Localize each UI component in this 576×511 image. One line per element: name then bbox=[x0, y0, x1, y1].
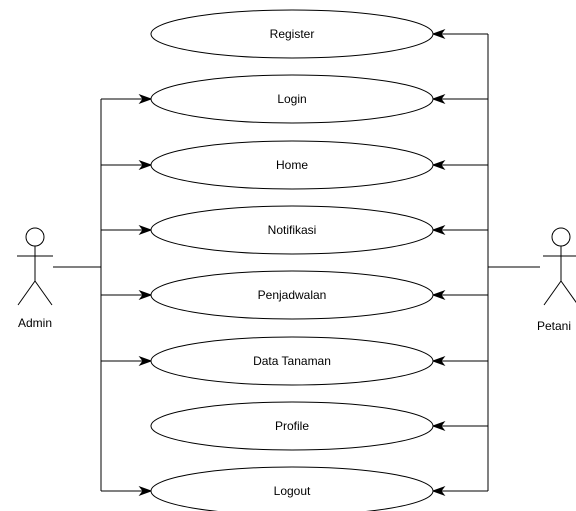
use-case-label: Profile bbox=[275, 419, 309, 433]
use-cases: RegisterLoginHomeNotifikasiPenjadwalanDa… bbox=[150, 9, 434, 511]
admin-arrowhead bbox=[138, 485, 153, 497]
actor-admin-right-leg bbox=[34, 280, 53, 306]
use-case: Penjadwalan bbox=[150, 270, 434, 320]
use-case-label: Logout bbox=[274, 484, 311, 498]
actor-petani-right-leg bbox=[560, 280, 576, 304]
admin-arrowhead bbox=[138, 93, 153, 105]
actor-admin-head bbox=[25, 227, 45, 247]
actor-petani-head bbox=[551, 227, 571, 247]
use-case-label: Penjadwalan bbox=[258, 288, 327, 302]
use-case-label: Notifikasi bbox=[268, 223, 317, 237]
use-case-ellipse bbox=[150, 270, 434, 320]
actor-admin: Admin bbox=[17, 227, 53, 330]
use-case-ellipse bbox=[150, 74, 434, 124]
petani-arrowhead bbox=[431, 28, 446, 40]
admin-arrowhead bbox=[138, 289, 153, 301]
use-case-label: Login bbox=[277, 92, 306, 106]
use-case-ellipse bbox=[150, 9, 434, 59]
use-case: Home bbox=[150, 140, 434, 190]
use-case: Logout bbox=[150, 466, 434, 511]
petani-arrowhead bbox=[431, 355, 446, 367]
use-case-label: Register bbox=[270, 27, 315, 41]
use-case-ellipse bbox=[150, 140, 434, 190]
use-case-ellipse bbox=[150, 205, 434, 255]
admin-arrowhead bbox=[138, 355, 153, 367]
use-case: Profile bbox=[150, 401, 434, 451]
actor-petani: Petani bbox=[537, 227, 576, 333]
petani-arrowhead bbox=[431, 93, 446, 105]
use-case-label: Home bbox=[276, 158, 308, 172]
actor-admin-label: Admin bbox=[18, 316, 52, 330]
admin-arrowhead bbox=[138, 159, 153, 171]
connectors bbox=[53, 28, 540, 497]
use-case: Register bbox=[150, 9, 434, 59]
actor-petani-label: Petani bbox=[537, 319, 571, 333]
use-case-ellipse bbox=[150, 401, 434, 451]
petani-arrowhead bbox=[431, 485, 446, 497]
use-case: Notifikasi bbox=[150, 205, 434, 255]
use-case-ellipse bbox=[150, 336, 434, 386]
petani-arrowhead bbox=[431, 420, 446, 432]
use-case: Data Tanaman bbox=[150, 336, 434, 386]
petani-arrowhead bbox=[431, 159, 446, 171]
admin-arrowhead bbox=[138, 224, 153, 236]
actor-petani-left-leg bbox=[543, 280, 562, 306]
use-case-ellipse bbox=[150, 466, 434, 511]
use-case-label: Data Tanaman bbox=[253, 354, 331, 368]
petani-arrowhead bbox=[431, 224, 446, 236]
petani-arrowhead bbox=[431, 289, 446, 301]
use-case: Login bbox=[150, 74, 434, 124]
actor-admin-left-leg bbox=[17, 280, 36, 306]
